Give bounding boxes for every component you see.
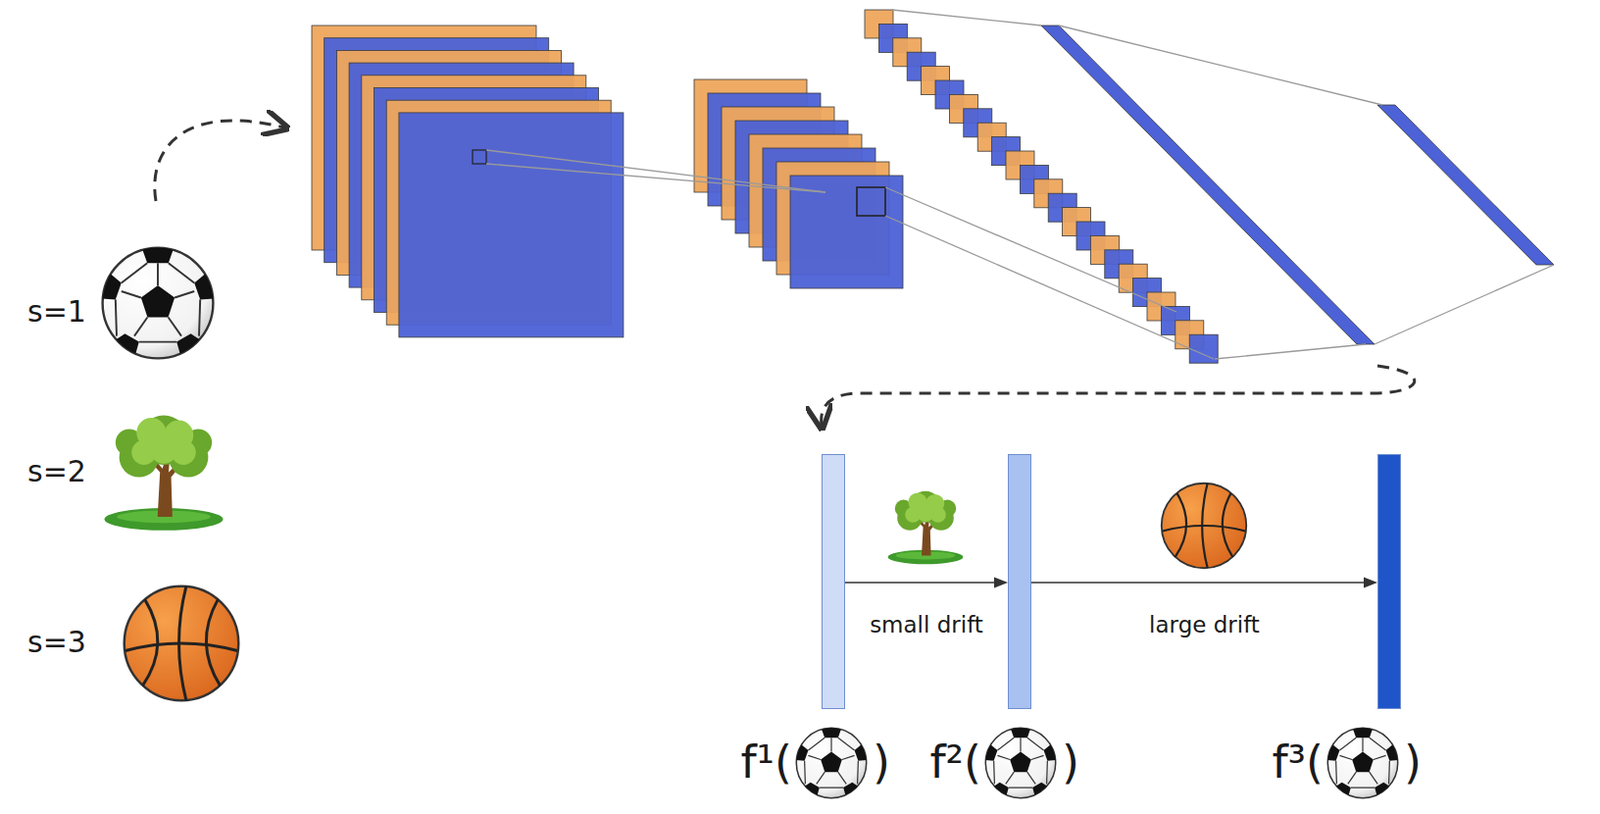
dense-layer	[1377, 104, 1554, 265]
drift-line	[845, 581, 995, 584]
feature-bar: f³()	[1377, 453, 1401, 709]
function-label: f³(	[1271, 739, 1324, 785]
function-label: )	[872, 739, 891, 785]
projection-line	[885, 215, 1214, 359]
function-label: f¹(	[740, 739, 793, 785]
dense-layer	[1041, 25, 1375, 345]
feature-bar: f²()	[1007, 453, 1032, 709]
sample-index: s=2	[27, 456, 87, 487]
drift-line	[1031, 581, 1364, 584]
arrowhead	[994, 577, 1008, 589]
feature-map	[790, 175, 903, 289]
receptive-field	[856, 187, 886, 216]
feature-bar: f¹()	[821, 453, 846, 709]
function-label: f²(	[929, 739, 982, 785]
edge-label: small drift	[866, 612, 987, 638]
function-label: )	[1061, 739, 1080, 785]
projection-line	[1058, 25, 1383, 105]
projection-line	[486, 150, 826, 193]
projection-line	[885, 187, 1177, 312]
edge-label: large drift	[1146, 612, 1263, 638]
sample-index: s=1	[27, 297, 87, 327]
drift-arrow	[1031, 577, 1378, 589]
drift-arrow	[845, 577, 1008, 589]
projection-line	[892, 9, 1042, 26]
receptive-field	[472, 150, 487, 164]
projection-line	[486, 163, 826, 193]
sample-index: s=3	[27, 627, 87, 657]
feature-map	[399, 112, 624, 338]
projection-line	[1214, 344, 1366, 359]
projection-line	[1374, 264, 1554, 345]
function-label: )	[1403, 739, 1422, 785]
arrowhead	[1363, 577, 1378, 589]
